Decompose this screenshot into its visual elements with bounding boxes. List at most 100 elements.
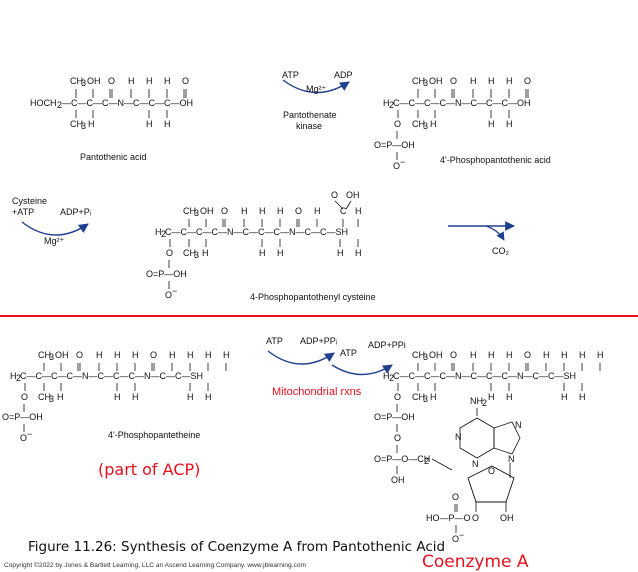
svg-text:3: 3 xyxy=(194,208,199,218)
svg-text:H: H xyxy=(383,371,390,381)
svg-text:O=P—OH: O=P—OH xyxy=(374,412,415,422)
svg-text:H: H xyxy=(114,350,121,360)
svg-text:3: 3 xyxy=(423,78,428,88)
svg-text:H: H xyxy=(205,392,212,402)
label-pantothenic-acid: Pantothenic acid xyxy=(80,152,147,162)
svg-text:ATP: ATP xyxy=(282,70,299,80)
svg-text:H: H xyxy=(259,248,266,258)
svg-text:—C—C—C—N—C—C—C—OH: —C—C—C—N—C—C—C—OH xyxy=(62,98,193,108)
svg-text:O: O xyxy=(150,350,157,360)
svg-text:Mg²⁺: Mg²⁺ xyxy=(44,236,64,246)
svg-text:Mg²⁺: Mg²⁺ xyxy=(306,84,326,94)
label-phosphopantothenic-acid: 4'-Phosphopantothenic acid xyxy=(440,155,551,165)
svg-text:O: O xyxy=(393,161,400,171)
svg-text:3: 3 xyxy=(81,78,86,88)
svg-text:OH: OH xyxy=(429,76,443,86)
svg-text:O: O xyxy=(295,206,302,216)
svg-text:O=P—O—CH: O=P—O—CH xyxy=(374,454,430,464)
svg-text:OH: OH xyxy=(346,190,360,200)
svg-text:O: O xyxy=(450,76,457,86)
svg-text:H: H xyxy=(506,119,513,129)
svg-text:H: H xyxy=(57,392,64,402)
svg-text:+ATP: +ATP xyxy=(12,207,34,217)
svg-text:H: H xyxy=(430,119,437,129)
svg-text:H: H xyxy=(187,392,194,402)
svg-text:H: H xyxy=(470,76,477,86)
svg-text:3: 3 xyxy=(194,250,199,260)
svg-text:H: H xyxy=(355,248,362,258)
svg-text:H: H xyxy=(169,350,176,360)
svg-text:H: H xyxy=(128,76,135,86)
svg-text:H: H xyxy=(10,371,17,381)
svg-text:2: 2 xyxy=(161,229,166,239)
svg-text:OH: OH xyxy=(55,350,69,360)
svg-text:3: 3 xyxy=(81,121,86,131)
svg-text:CH: CH xyxy=(183,206,196,216)
svg-text:H: H xyxy=(488,392,495,402)
mitochondrial-rxns-note: Mitochondrial rxns xyxy=(272,386,362,398)
svg-text:2: 2 xyxy=(16,373,21,383)
svg-text:O: O xyxy=(108,76,115,86)
svg-text:O: O xyxy=(166,248,173,258)
svg-text:H: H xyxy=(277,248,284,258)
svg-text:HO—P—O: HO—P—O xyxy=(426,513,471,523)
svg-text:N: N xyxy=(472,459,479,469)
svg-text:C—C—C—C—N—C—C—C—N—C—C—SH: C—C—C—C—N—C—C—C—N—C—C—SH xyxy=(393,371,576,381)
svg-text:3: 3 xyxy=(49,352,54,362)
svg-text:CH: CH xyxy=(38,392,51,402)
svg-text:O: O xyxy=(165,290,172,300)
svg-text:O: O xyxy=(524,76,531,86)
svg-text:H: H xyxy=(114,392,121,402)
section-divider xyxy=(0,315,638,317)
svg-text:CH: CH xyxy=(412,76,425,86)
svg-text:ADP: ADP xyxy=(334,70,353,80)
svg-text:H: H xyxy=(579,350,586,360)
svg-text:O: O xyxy=(472,513,479,523)
svg-text:H: H xyxy=(241,206,248,216)
svg-text:H: H xyxy=(146,76,153,86)
svg-text:H: H xyxy=(355,206,362,216)
svg-text:OH: OH xyxy=(429,350,443,360)
svg-text:3: 3 xyxy=(423,394,428,404)
svg-text:OH: OH xyxy=(500,513,514,523)
svg-text:2: 2 xyxy=(424,456,429,466)
svg-text:HOCH: HOCH xyxy=(30,98,57,108)
svg-text:O=P—OH: O=P—OH xyxy=(146,269,187,279)
svg-text:H: H xyxy=(155,227,162,237)
step5-arrow: ATP ADP+PPi xyxy=(331,340,406,376)
svg-text:H: H xyxy=(597,350,604,360)
svg-text:CH: CH xyxy=(412,392,425,402)
svg-text:H: H xyxy=(187,350,194,360)
svg-text:H: H xyxy=(164,119,171,129)
part-of-acp-note: (part of ACP) xyxy=(98,460,201,479)
svg-text:N: N xyxy=(508,454,515,464)
svg-text:NH: NH xyxy=(470,396,483,406)
svg-text:H: H xyxy=(205,350,212,360)
svg-text:3: 3 xyxy=(49,394,54,404)
svg-text:H: H xyxy=(506,392,513,402)
svg-text:N: N xyxy=(455,432,462,442)
svg-text:O=P—OH: O=P—OH xyxy=(2,412,43,422)
svg-text:O: O xyxy=(394,433,401,443)
svg-text:C—C—C—C—N—C—C—C—OH: C—C—C—C—N—C—C—C—OH xyxy=(393,98,531,108)
svg-text:O: O xyxy=(21,392,28,402)
svg-text:O: O xyxy=(394,119,401,129)
svg-text:C—C—C—C—N—C—C—C—N—C—C—SH: C—C—C—C—N—C—C—C—N—C—C—SH xyxy=(20,371,203,381)
svg-text:OH: OH xyxy=(200,206,214,216)
svg-text:O: O xyxy=(331,190,338,200)
svg-text:O: O xyxy=(394,392,401,402)
svg-text:kinase: kinase xyxy=(296,121,322,131)
svg-text:H: H xyxy=(132,392,139,402)
svg-text:H: H xyxy=(561,350,568,360)
svg-text:H: H xyxy=(132,350,139,360)
svg-text:C—C—C—C—N—C—C—C—N—C—C—SH: C—C—C—C—N—C—C—C—N—C—C—SH xyxy=(165,227,348,237)
svg-text:O: O xyxy=(450,350,457,360)
svg-text:−: − xyxy=(27,429,32,439)
svg-text:H: H xyxy=(506,350,513,360)
svg-text:H: H xyxy=(488,119,495,129)
svg-text:CH: CH xyxy=(70,76,83,86)
svg-text:2: 2 xyxy=(482,398,487,408)
